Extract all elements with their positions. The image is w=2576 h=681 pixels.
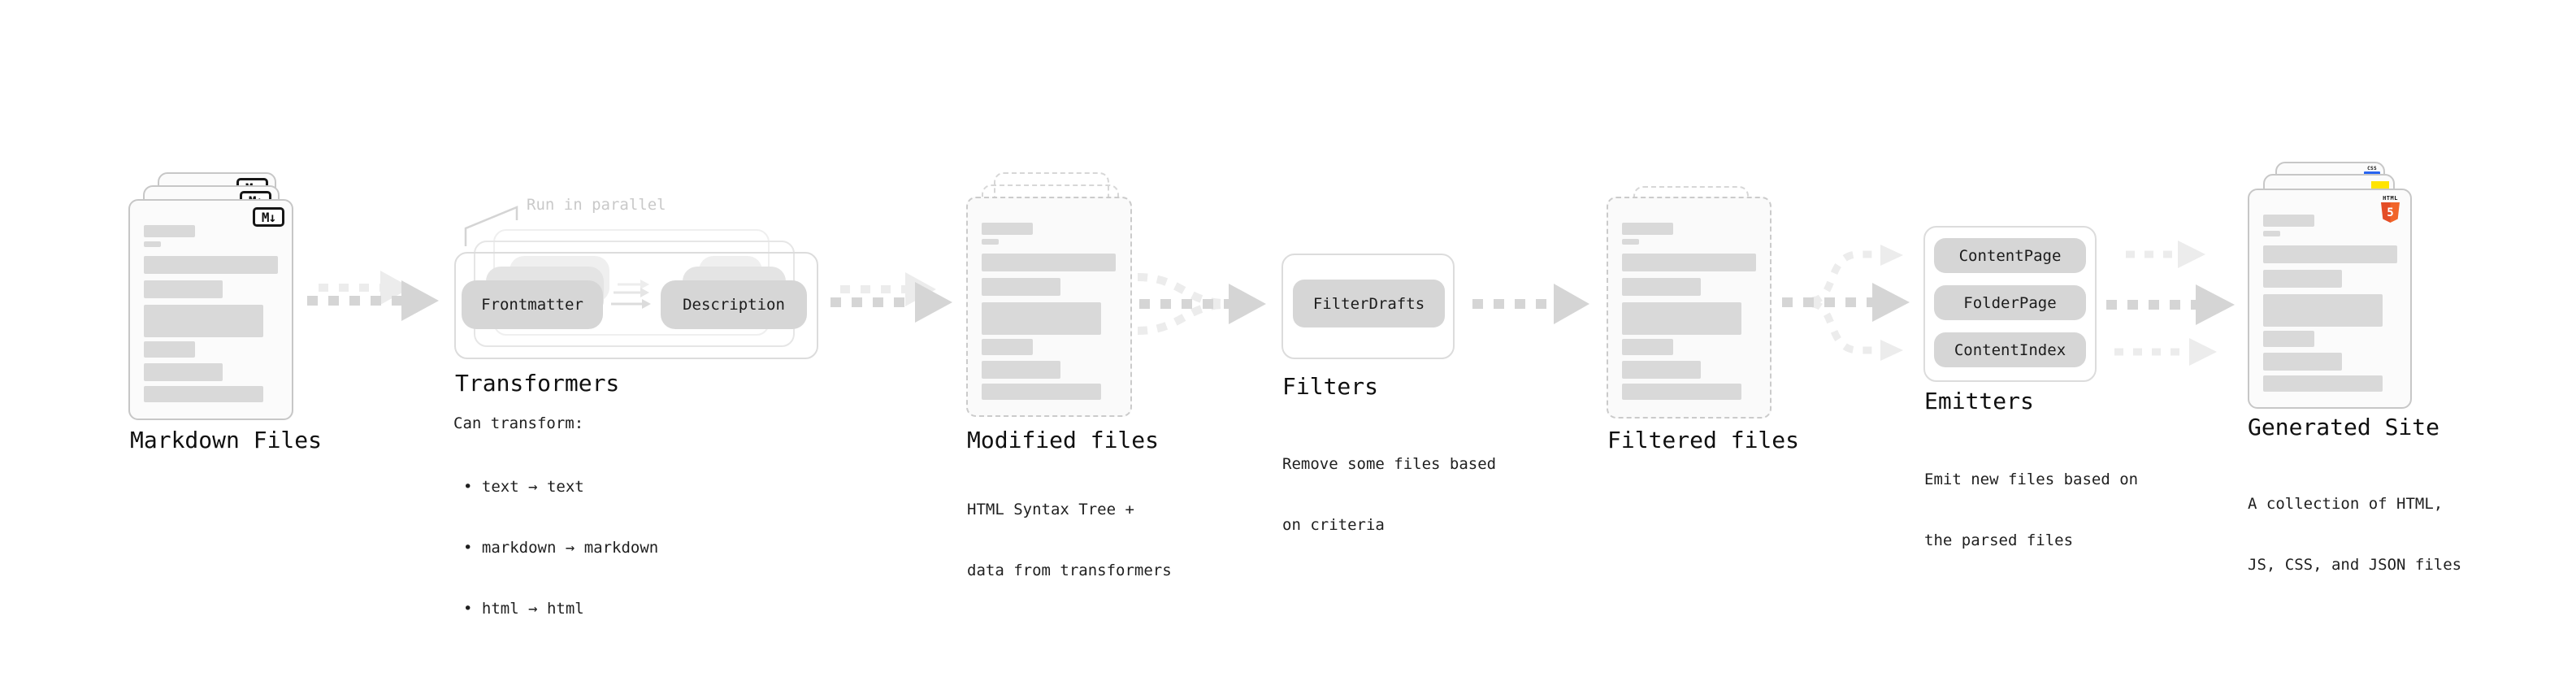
css-icon-label: CSS bbox=[2367, 166, 2377, 171]
desc-line: Remove some files based bbox=[1282, 455, 1497, 473]
js-icon bbox=[2371, 181, 2389, 189]
stage-label-emitters: Emitters bbox=[1924, 388, 2034, 414]
css-icon-bar bbox=[2364, 171, 2380, 175]
arrow-markdown-to-transformers bbox=[307, 271, 439, 321]
doc-content-lines bbox=[1608, 198, 1770, 417]
html5-icon: HTML 5 bbox=[2381, 195, 2400, 223]
bullet-line: • html → html bbox=[463, 600, 584, 618]
stage-label-transformers: Transformers bbox=[455, 370, 620, 397]
emitter-pill-contentpage: ContentPage bbox=[1934, 238, 2086, 273]
transformers-desc-title: Can transform: bbox=[453, 414, 584, 432]
bullet-line: • text → text bbox=[463, 478, 584, 496]
html5-icon-word: HTML bbox=[2383, 195, 2398, 202]
run-in-parallel-annotation: Run in parallel bbox=[527, 196, 666, 214]
desc-line: data from transformers bbox=[967, 562, 1172, 579]
filters-desc: Remove some files based on criteria bbox=[1282, 414, 1496, 576]
stage-label-generated-site: Generated Site bbox=[2248, 414, 2440, 440]
stage-label-filtered-files: Filtered files bbox=[1607, 427, 1800, 453]
html5-icon-shield: 5 bbox=[2381, 202, 2400, 223]
emitters-desc: Emit new files based on the parsed files bbox=[1924, 429, 2138, 592]
markdown-icon: M↓ bbox=[253, 207, 284, 227]
doc-content-lines bbox=[2249, 190, 2410, 407]
stage-label-modified-files: Modified files bbox=[967, 427, 1160, 453]
doc-content-lines bbox=[130, 201, 292, 419]
transformer-pill-description: Description bbox=[661, 280, 807, 329]
arrow-modified-to-filters bbox=[1137, 273, 1266, 335]
markdown-doc-front: M↓ bbox=[128, 199, 293, 420]
transformer-box-front bbox=[454, 252, 818, 359]
css-icon: CSS bbox=[2364, 167, 2380, 175]
doc-content-lines bbox=[968, 198, 1130, 415]
arrow-filtered-to-emitters bbox=[1782, 245, 1910, 361]
stage-label-filters: Filters bbox=[1282, 373, 1379, 400]
modified-doc-front bbox=[966, 197, 1132, 417]
modified-files-desc: HTML Syntax Tree + data from transformer… bbox=[967, 459, 1172, 622]
arrow-emitters-to-generated bbox=[2106, 241, 2235, 366]
desc-line: JS, CSS, and JSON files bbox=[2248, 556, 2462, 574]
arrow-transformers-to-modified bbox=[830, 272, 952, 323]
desc-line: A collection of HTML, bbox=[2248, 495, 2444, 513]
emitter-pill-folderpage: FolderPage bbox=[1934, 285, 2086, 320]
generated-doc-html: HTML 5 bbox=[2248, 189, 2412, 409]
transformer-pill-frontmatter: Frontmatter bbox=[462, 280, 603, 329]
desc-line: HTML Syntax Tree + bbox=[967, 501, 1134, 518]
desc-line: on criteria bbox=[1282, 516, 1385, 534]
arrow-filters-to-filtered bbox=[1472, 284, 1589, 324]
desc-line: Emit new files based on bbox=[1924, 471, 2139, 488]
desc-line: the parsed files bbox=[1924, 531, 2074, 549]
stage-label-markdown-files: Markdown Files bbox=[130, 427, 323, 453]
generated-site-desc: A collection of HTML, JS, CSS, and JSON … bbox=[2248, 453, 2461, 616]
bullet-line: • markdown → markdown bbox=[463, 539, 659, 557]
filter-pill-filterdrafts: FilterDrafts bbox=[1293, 280, 1445, 327]
transformers-bullets: • text → text • markdown → markdown • ht… bbox=[463, 436, 658, 660]
emitter-pill-contentindex: ContentIndex bbox=[1934, 332, 2086, 367]
filtered-doc-front bbox=[1607, 197, 1772, 419]
